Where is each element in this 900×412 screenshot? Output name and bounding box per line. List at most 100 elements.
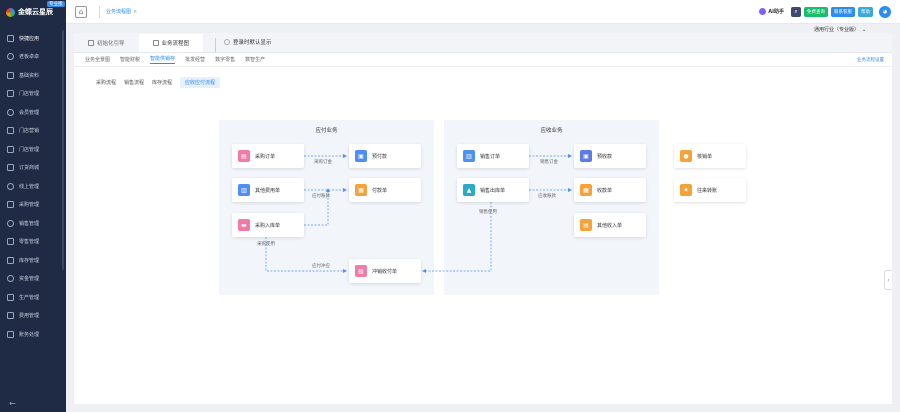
help-button[interactable]: 帮助 bbox=[858, 6, 873, 17]
tab-label: 业务流程图 bbox=[161, 41, 190, 47]
sidebar-item-label: 会员管理 bbox=[19, 109, 40, 116]
accounting-icon bbox=[7, 330, 14, 338]
node-label: 销售订单 bbox=[480, 153, 501, 160]
store-icon bbox=[7, 90, 14, 98]
node-purchase-order[interactable]: ▤ 采购订单 bbox=[232, 144, 304, 168]
node-ar-ap-transfer[interactable]: ✷ 往来转账 bbox=[674, 178, 746, 202]
flow-settings-link[interactable]: 业务流程设置 bbox=[857, 57, 884, 63]
online-icon bbox=[7, 182, 14, 190]
sidebar-item-label: 零售管理 bbox=[19, 239, 40, 246]
chip-inventory-flow[interactable]: 库存流程 bbox=[152, 80, 173, 86]
node-sales-outbound[interactable]: ▲ 销售出库单 bbox=[457, 178, 529, 202]
chevron-down-icon: ⌄ bbox=[862, 26, 867, 33]
sidebar-item-production[interactable]: 生产管理 bbox=[0, 288, 66, 307]
breadcrumb[interactable]: 业务流程图 × bbox=[99, 5, 138, 18]
sidebar-item-quick-apps[interactable]: 快捷应用 bbox=[0, 29, 66, 48]
sidebar-item-store-marketing[interactable]: 门店营销 bbox=[0, 122, 66, 141]
default-display-checkbox[interactable]: 登录时默认显示 bbox=[215, 38, 272, 52]
close-icon[interactable]: × bbox=[133, 8, 138, 15]
collapse-arrow-icon[interactable]: ← bbox=[9, 399, 16, 408]
sidebar-scrollbar[interactable] bbox=[62, 30, 64, 270]
sidebar-item-label: 费用管理 bbox=[19, 313, 40, 320]
purchase-icon bbox=[7, 201, 14, 209]
top-bar: ⌂ 业务流程图 × AI助手 ⌕ 免费查询 联系客服 帮助 ◕ bbox=[66, 0, 900, 24]
subnav-supply-sales-inventory[interactable]: 智能供销存 bbox=[150, 56, 176, 64]
sidebar-item-mall[interactable]: 订货商城 bbox=[0, 159, 66, 178]
edition-badge: 专业版 bbox=[47, 1, 65, 7]
connector-inbound-settle bbox=[265, 237, 345, 272]
subnav-wholesale[interactable]: 批发经营 bbox=[185, 57, 206, 63]
node-pre-receipt[interactable]: ▣ 预收款 bbox=[574, 144, 646, 168]
tab-business-flow[interactable]: 业务流程图 bbox=[138, 34, 204, 52]
home-icon[interactable]: ⌂ bbox=[75, 5, 87, 18]
order-icon: ▥ bbox=[463, 150, 475, 162]
subnav-digital-production[interactable]: 数智生产 bbox=[245, 57, 266, 63]
sidebar-item-expense[interactable]: 费用管理 bbox=[0, 307, 66, 326]
sidebar-item-store[interactable]: 门店管理 bbox=[0, 85, 66, 104]
inventory-icon bbox=[7, 256, 14, 264]
subnav-digital-retail[interactable]: 数字零售 bbox=[215, 57, 236, 63]
avatar[interactable]: ◕ bbox=[879, 5, 891, 18]
retail-icon bbox=[7, 238, 14, 246]
sidebar-item-label: 线上管理 bbox=[19, 183, 40, 190]
node-label: 冲销收付单 bbox=[372, 268, 398, 275]
payment-icon: ▦ bbox=[355, 184, 367, 196]
chip-sales-flow[interactable]: 销售流程 bbox=[124, 80, 145, 86]
node-receipt[interactable]: ▦ 收款单 bbox=[574, 178, 646, 202]
sidebar-item-accounting[interactable]: 账务处理 bbox=[0, 325, 66, 344]
arrow-head bbox=[343, 269, 347, 273]
node-sales-order[interactable]: ▥ 销售订单 bbox=[457, 144, 529, 168]
sidebar-item-fund[interactable]: 资金管理 bbox=[0, 270, 66, 289]
chip-ar-ap-flow[interactable]: 应收应付流程 bbox=[180, 77, 221, 88]
breadcrumb-item[interactable]: 业务流程图 bbox=[106, 9, 132, 15]
arrow-head bbox=[568, 188, 572, 192]
sidebar-item-retail[interactable]: 零售管理 bbox=[0, 233, 66, 252]
sidebar-item-label: 门店管理 bbox=[19, 91, 40, 98]
receive-icon: ▣ bbox=[580, 150, 592, 162]
node-prepayment[interactable]: ▣ 预付款 bbox=[349, 144, 421, 168]
node-other-expense[interactable]: ▥ 其他费用单 bbox=[232, 178, 304, 202]
node-payment[interactable]: ▦ 付款单 bbox=[349, 178, 421, 202]
sidebar-item-label: 资金管理 bbox=[19, 276, 40, 283]
node-other-income[interactable]: ▤ 其他收入单 bbox=[574, 213, 646, 237]
ai-label: AI助手 bbox=[768, 9, 784, 15]
sidebar-item-label: 生产管理 bbox=[19, 294, 40, 301]
node-verification[interactable]: ● 核销单 bbox=[674, 144, 746, 168]
search-icon[interactable]: ⌕ bbox=[791, 6, 801, 17]
connector-outbound-settle bbox=[424, 202, 492, 272]
sidebar-item-store-manage[interactable]: 门店管理 bbox=[0, 140, 66, 159]
sidebar-item-online[interactable]: 线上管理 bbox=[0, 177, 66, 196]
sidebar-item-member[interactable]: 会员管理 bbox=[0, 103, 66, 122]
sidebar-item-sales[interactable]: 销售管理 bbox=[0, 214, 66, 233]
subnav-finance-tax[interactable]: 智能财税 bbox=[120, 57, 141, 63]
node-label: 采购入库单 bbox=[255, 222, 281, 229]
arrow-head bbox=[326, 188, 330, 192]
ai-assistant-button[interactable]: AI助手 bbox=[759, 8, 784, 15]
node-label: 采购订单 bbox=[255, 153, 276, 160]
sales-icon bbox=[7, 219, 14, 227]
chip-purchase-flow[interactable]: 采购流程 bbox=[96, 80, 117, 86]
wallet-icon: ▣ bbox=[355, 150, 367, 162]
expand-panel-handle[interactable]: ‹ bbox=[884, 270, 892, 290]
cart-icon: ▤ bbox=[238, 150, 250, 162]
app-logo[interactable]: 金蝶云星辰 专业版 bbox=[0, 0, 66, 24]
subnav-overview[interactable]: 业务全景图 bbox=[85, 57, 111, 63]
grid-icon bbox=[7, 34, 14, 42]
flow-icon bbox=[152, 40, 159, 46]
arrow-head bbox=[568, 154, 572, 158]
sidebar-item-boss[interactable]: 老板卓卓 bbox=[0, 48, 66, 67]
tab-init-guide[interactable]: 初始化引导 bbox=[74, 34, 139, 52]
sidebar-item-label: 老板卓卓 bbox=[19, 54, 40, 61]
contact-service-button[interactable]: 联系客服 bbox=[831, 6, 855, 17]
free-query-button[interactable]: 免费查询 bbox=[804, 6, 828, 17]
flow-chips: 采购流程 销售流程 库存流程 应收应付流程 bbox=[74, 77, 892, 88]
sidebar-item-purchase[interactable]: 采购管理 bbox=[0, 196, 66, 215]
node-purchase-inbound[interactable]: ▬ 采购入库单 bbox=[232, 213, 304, 237]
node-label: 其他收入单 bbox=[597, 222, 623, 229]
sidebar-item-inventory[interactable]: 库存管理 bbox=[0, 251, 66, 270]
kingdee-logo-icon bbox=[6, 7, 15, 17]
industry-select[interactable]: 通用行业（专业版） ⌄ bbox=[814, 26, 867, 34]
node-settlement[interactable]: ▧ 冲销收付单 bbox=[349, 259, 421, 283]
node-label: 收款单 bbox=[597, 187, 613, 194]
sidebar-item-basic-data[interactable]: 基础资料 bbox=[0, 66, 66, 85]
